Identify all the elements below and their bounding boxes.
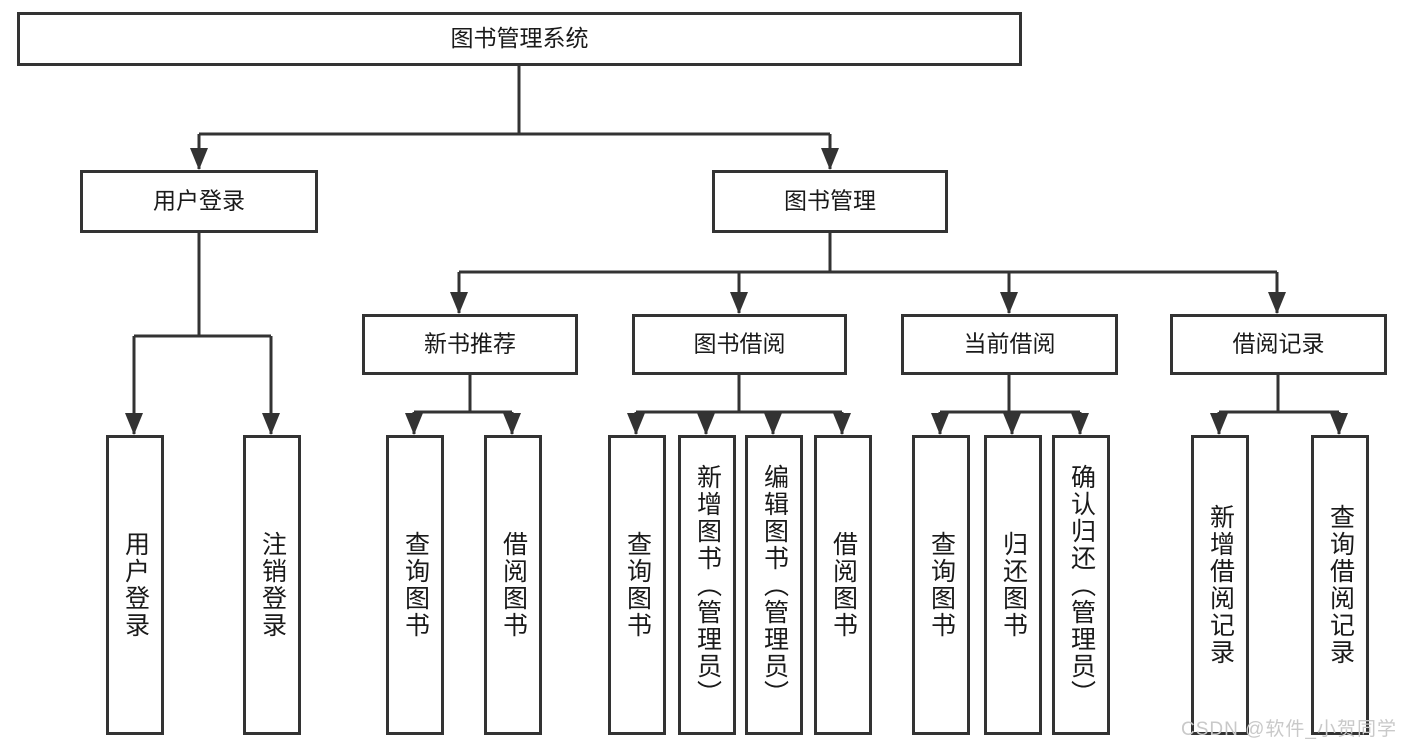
connectors-layer [125,66,1348,435]
node-box-new-book-rec[interactable] [362,314,578,375]
node-box-leaf-query-book-1[interactable] [386,435,444,735]
arrow-head-icon [503,413,521,435]
node-label-current-borrow: 当前借阅 [964,331,1056,357]
node-label-new-book-rec: 新书推荐 [424,331,516,357]
node-box-leaf-query-book-2[interactable] [608,435,666,735]
node-label-borrow-record: 借阅记录 [1233,331,1325,357]
arrow-head-icon [833,413,851,435]
arrow-head-icon [764,413,782,435]
csdn-watermark: CSDN @软件_小贺同学 [1181,719,1397,740]
node-box-book-borrow[interactable] [632,314,847,375]
arrow-head-icon [125,413,143,435]
node-label-book-borrow: 图书借阅 [694,331,786,357]
node-box-root[interactable] [17,12,1022,66]
arrow-head-icon [262,413,280,435]
node-label-user-login: 用户登录 [153,188,245,214]
node-box-leaf-edit-book[interactable] [745,435,803,735]
node-box-leaf-borrow-book-2[interactable] [814,435,872,735]
arrow-head-icon [1210,413,1228,435]
arrow-head-icon [1003,413,1021,435]
arrow-head-icon [1071,413,1089,435]
node-box-leaf-confirm-return[interactable] [1052,435,1110,735]
arrow-head-icon [405,413,423,435]
arrow-head-icon [1000,292,1018,314]
arrow-head-icon [931,413,949,435]
node-box-leaf-return-book[interactable] [984,435,1042,735]
node-box-leaf-borrow-book-1[interactable] [484,435,542,735]
arrow-head-icon [627,413,645,435]
node-label-book-manage: 图书管理 [784,188,876,214]
node-box-leaf-logout[interactable] [243,435,301,735]
boxes-layer [17,12,1387,735]
node-box-leaf-add-book[interactable] [678,435,736,735]
arrow-head-icon [450,292,468,314]
node-box-leaf-add-record[interactable] [1191,435,1249,735]
node-box-user-login[interactable] [80,170,318,233]
node-box-leaf-query-record[interactable] [1311,435,1369,735]
arrow-head-icon [1268,292,1286,314]
node-box-leaf-query-book-3[interactable] [912,435,970,735]
arrow-head-icon [190,148,208,170]
node-box-current-borrow[interactable] [901,314,1118,375]
node-label-root: 图书管理系统 [451,25,589,51]
node-box-borrow-record[interactable] [1170,314,1387,375]
arrow-head-icon [697,413,715,435]
arrow-head-icon [821,148,839,170]
arrow-head-icon [730,292,748,314]
node-box-leaf-user-login[interactable] [106,435,164,735]
node-box-book-manage[interactable] [712,170,948,233]
arrow-head-icon [1330,413,1348,435]
